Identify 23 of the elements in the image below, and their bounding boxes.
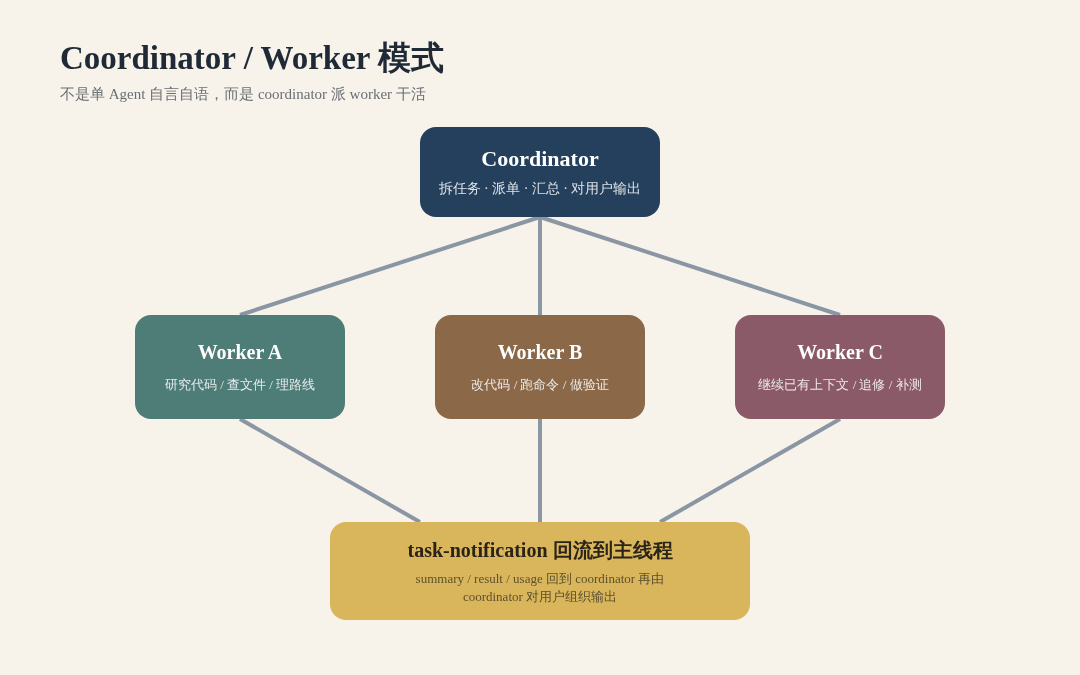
- process-box: [435, 315, 645, 419]
- connector-line: [538, 217, 542, 315]
- diagram-title: Coordinator / Worker 模式: [60, 39, 445, 78]
- node-description: 继续已有上下文 / 追修 / 补测: [758, 375, 922, 394]
- node-title: Worker C: [797, 340, 883, 364]
- node-description: 改代码 / 跑命令 / 做验证: [471, 375, 609, 394]
- node-title: Coordinator: [481, 145, 599, 172]
- process-box: [135, 315, 345, 419]
- node-title: Worker A: [197, 340, 283, 364]
- process-box: [330, 522, 750, 620]
- node-title: Worker B: [497, 340, 583, 364]
- node-description: 拆任务 · 派单 · 汇总 · 对用户输出: [438, 179, 642, 198]
- connector-line: [539, 215, 841, 317]
- connector-line: [239, 417, 421, 524]
- process-box: [735, 315, 945, 419]
- node-title: task-notification 回流到主线程: [407, 537, 673, 563]
- connector-line: [239, 215, 541, 317]
- node-description: summary / result / usage 回到 coordinator 再由 coordinator 对用户组织输出: [414, 569, 666, 606]
- node-description: 研究代码 / 查文件 / 理路线: [164, 375, 316, 394]
- diagram-subtitle: 不是单 Agent 自言自语，而是 coordinator 派 worker 干活: [60, 85, 426, 104]
- connector-line: [659, 417, 841, 524]
- connector-line: [538, 419, 542, 522]
- process-box: [420, 127, 660, 217]
